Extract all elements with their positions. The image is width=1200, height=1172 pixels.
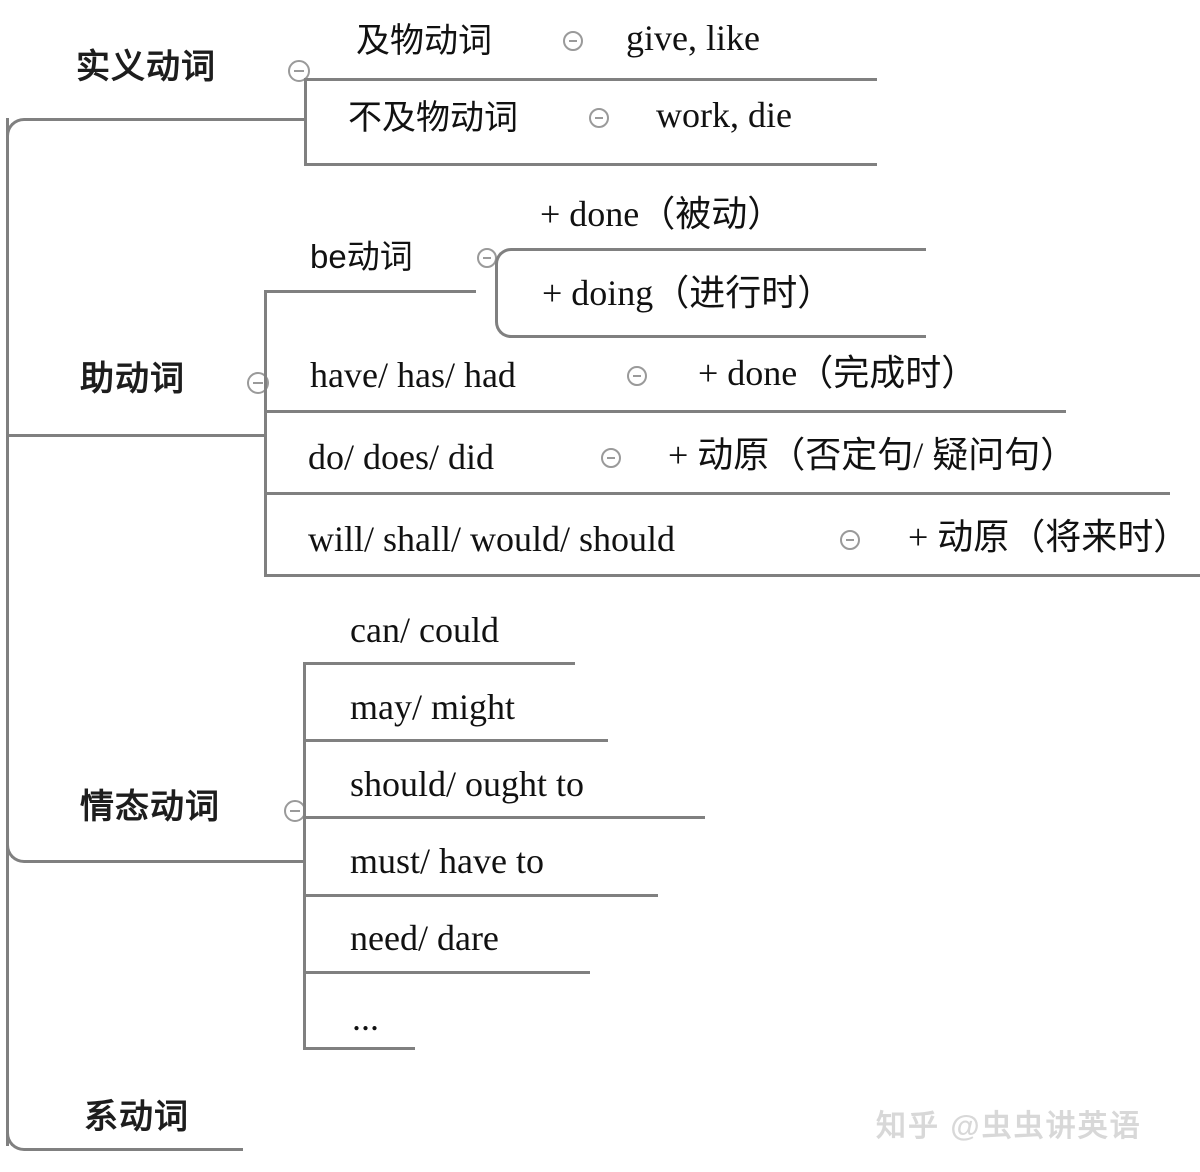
collapse-toggle-will[interactable] — [840, 530, 860, 550]
connector-notional-branch — [6, 118, 305, 161]
connector-be-children — [495, 248, 926, 338]
connector-be-stem — [264, 290, 476, 293]
item-label-be-progressive: + doing（进行时） — [542, 273, 834, 313]
connector-modal-row-3 — [303, 816, 705, 819]
connector-modal-row-5 — [303, 971, 590, 974]
branch-label-auxiliary[interactable]: 助动词 — [80, 360, 185, 398]
connector-modal-branch — [6, 434, 305, 863]
collapse-toggle-be-verb[interactable] — [477, 248, 497, 268]
item-label-modal-may[interactable]: may/ might — [350, 687, 515, 727]
collapse-toggle-notional[interactable] — [288, 60, 310, 82]
connector-linking-branch — [6, 860, 243, 1151]
item-label-intransitive[interactable]: 不及物动词 — [348, 99, 518, 137]
connector-modal-row-4 — [303, 894, 658, 897]
item-label-be-passive: + done（被动） — [540, 194, 784, 234]
connector-auxiliary-branch — [6, 434, 264, 437]
branch-label-linking[interactable]: 系动词 — [84, 1098, 189, 1136]
collapse-toggle-transitive[interactable] — [563, 31, 583, 51]
item-label-do[interactable]: do/ does/ did — [308, 437, 494, 477]
item-result-will: + 动原（将来时） — [908, 517, 1190, 557]
item-result-do: + 动原（否定句/ 疑问句） — [668, 435, 1077, 475]
connector-do-row — [264, 492, 1170, 495]
watermark-zhihu: 知乎 @虫虫讲英语 — [876, 1110, 1142, 1143]
connector-notional-children — [304, 78, 877, 166]
branch-label-modal[interactable]: 情态动词 — [80, 788, 220, 826]
connector-modal-row-2 — [303, 739, 608, 742]
item-label-modal-can[interactable]: can/ could — [350, 610, 499, 650]
item-label-will[interactable]: will/ shall/ would/ should — [308, 519, 676, 559]
collapse-toggle-have[interactable] — [627, 366, 647, 386]
item-label-modal-need[interactable]: need/ dare — [350, 918, 499, 958]
item-result-have: + done（完成时） — [698, 353, 978, 393]
connector-have-row — [264, 410, 1066, 413]
item-example-intransitive: work, die — [656, 95, 792, 135]
connector-modal-row-6 — [303, 1047, 415, 1050]
item-label-modal-must[interactable]: must/ have to — [350, 841, 544, 881]
connector-auxiliary-children — [264, 290, 267, 576]
collapse-toggle-do[interactable] — [601, 448, 621, 468]
item-label-have[interactable]: have/ has/ had — [310, 355, 516, 395]
item-label-modal-more[interactable]: ... — [352, 998, 379, 1038]
collapse-toggle-intransitive[interactable] — [589, 108, 609, 128]
connector-modal-children — [303, 662, 306, 1050]
connector-will-row — [264, 574, 1200, 577]
item-label-modal-should[interactable]: should/ ought to — [350, 764, 585, 804]
collapse-toggle-auxiliary[interactable] — [247, 372, 269, 394]
branch-label-notional[interactable]: 实义动词 — [76, 48, 216, 86]
connector-modal-row-1 — [303, 662, 575, 665]
item-label-transitive[interactable]: 及物动词 — [356, 22, 492, 60]
item-label-be-verb[interactable]: be动词 — [310, 238, 413, 275]
item-example-transitive: give, like — [626, 18, 760, 58]
